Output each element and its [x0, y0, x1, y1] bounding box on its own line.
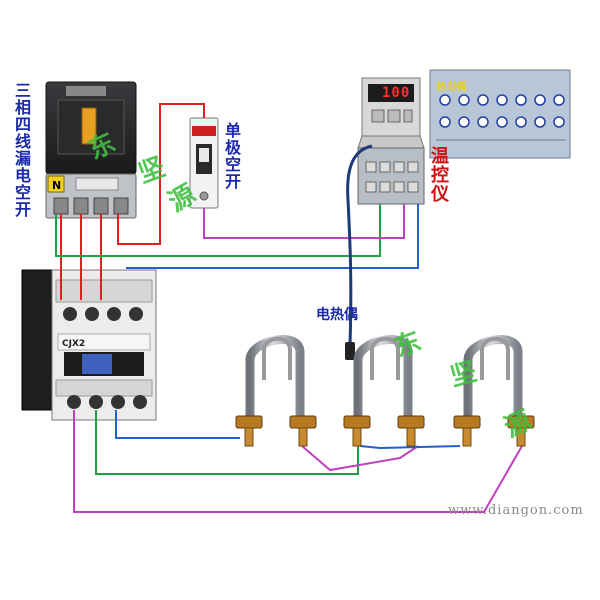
controller-housing: [357, 147, 425, 205]
magenta-wire-controller: [203, 204, 405, 239]
controller-key[interactable]: [371, 109, 385, 123]
thermocouple-tip: [345, 342, 355, 360]
blue-wire-coil: [126, 204, 419, 269]
contactor-nameplate: [57, 333, 151, 351]
thermocouple-cable: [346, 144, 373, 346]
heating-element: [235, 335, 317, 447]
controller-key[interactable]: [403, 109, 413, 123]
contactor-top-row: [55, 279, 153, 303]
breaker-toggle[interactable]: [81, 107, 97, 145]
contactor-top-terminals: [63, 307, 143, 321]
thermocouple-probe: [345, 144, 373, 360]
red-wire-to-single-breaker: [117, 103, 205, 245]
ac-contactor: CJX2: [21, 269, 157, 421]
green-wire-heater: [95, 410, 359, 475]
breaker-terminal: [93, 197, 109, 215]
single-breaker-brand: [192, 126, 216, 136]
breaker-terminal: [73, 197, 89, 215]
controller-key[interactable]: [387, 109, 401, 123]
green-wire-neutral: [55, 204, 381, 257]
label-three-phase-leakage-breaker: 三相四线漏电空开: [12, 82, 31, 218]
contactor-side: [21, 269, 53, 411]
label-single-pole-breaker: 单极空开: [222, 122, 241, 190]
single-pole-breaker: [189, 117, 219, 209]
terminal-screws: [439, 94, 565, 128]
terminal-block: [429, 69, 571, 159]
controller-screen: [368, 84, 414, 102]
breaker-terminal: [113, 197, 129, 215]
breaker-nameplate: [66, 86, 106, 96]
single-breaker-terminal: [199, 191, 209, 201]
breaker-label-plate: [75, 177, 119, 191]
temperature-controller: [357, 77, 425, 205]
controller-display-value: 100: [382, 85, 411, 101]
magenta-wire-heater: [73, 410, 523, 513]
label-temperature-controller: 温控仪: [428, 146, 449, 203]
contactor-model: CJX2: [62, 339, 85, 349]
contactor-bottom-terminals: [67, 395, 147, 409]
contactor-bottom-row: [55, 379, 153, 397]
wires: [55, 103, 523, 513]
label-terminal-block: 热电偶: [436, 82, 466, 93]
label-thermocouple: 电热偶: [316, 307, 358, 323]
blue-wire-heater: [115, 410, 240, 439]
watermark: www.diangon.com: [448, 503, 584, 518]
breaker-n-label: N: [52, 179, 61, 192]
contactor-indicator: [82, 354, 112, 374]
heating-element: [343, 335, 425, 447]
breaker-terminal: [53, 197, 69, 215]
magenta-jumper: [301, 445, 419, 472]
terminal-block-panel: [429, 69, 571, 159]
heating-elements: [235, 335, 535, 447]
single-breaker-toggle[interactable]: [199, 148, 209, 162]
heating-element: [453, 335, 535, 447]
blue-jumper: [359, 445, 461, 450]
breaker-n-marker: [47, 175, 65, 193]
